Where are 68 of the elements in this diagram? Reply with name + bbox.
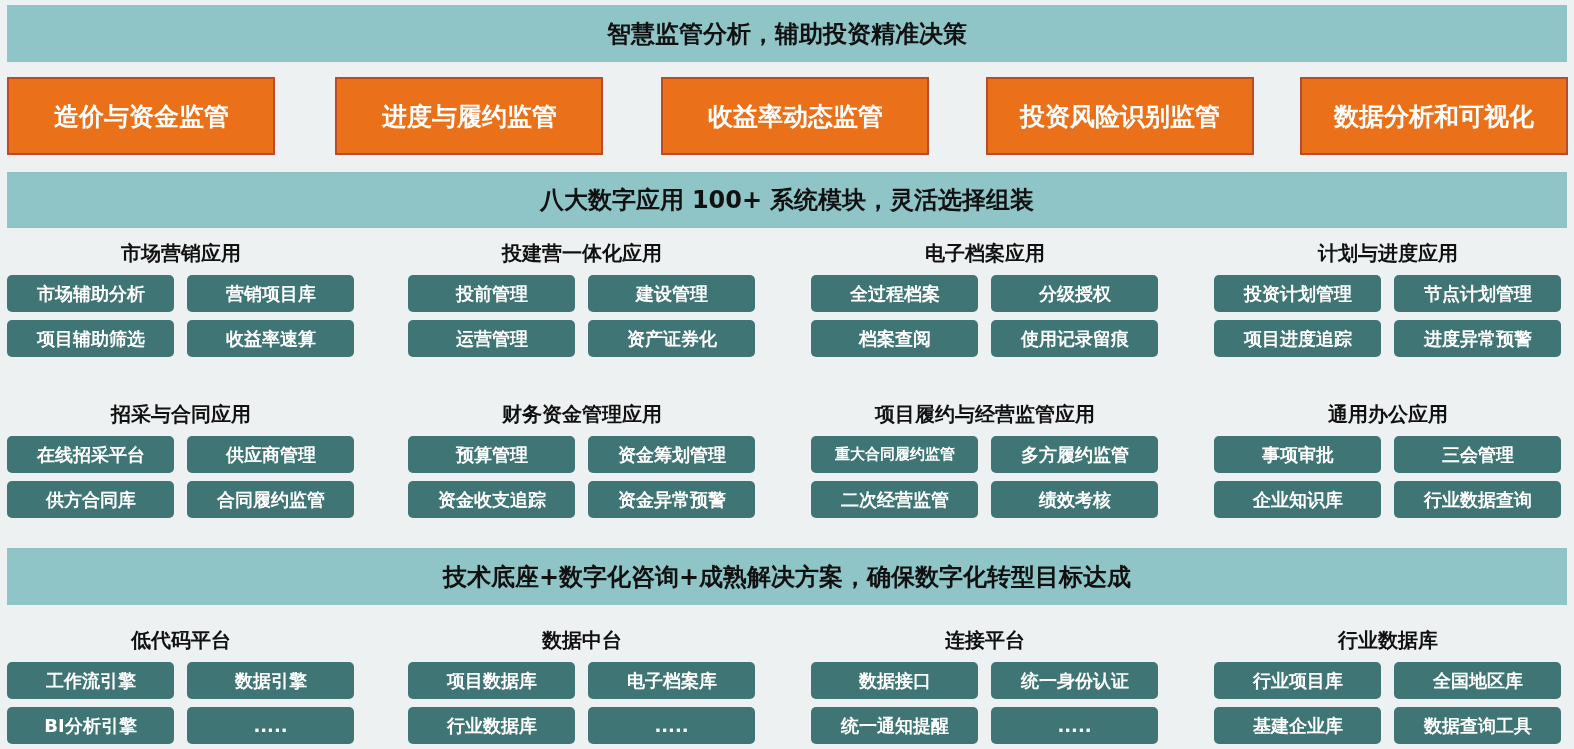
group-heading: 项目履约与经营监管应用 [873,401,1096,428]
module-box: 预算管理 [408,436,575,473]
module-box: 供方合同库 [7,481,174,518]
group-heading: 市场营销应用 [119,240,242,267]
category-box: 进度与履约监管 [335,77,603,155]
module-box: 资金筹划管理 [588,436,755,473]
group-heading: 低代码平台 [129,627,232,654]
module-box: 重大合同履约监管 [811,436,978,473]
module-box: 数据查询工具 [1394,707,1561,744]
module-box: BI分析引擎 [7,707,174,744]
module-box: 项目进度追踪 [1214,320,1381,357]
module-box: 营销项目库 [187,275,354,312]
group-heading: 行业数据库 [1336,627,1439,654]
module-box: 档案查阅 [811,320,978,357]
module-box: 进度异常预警 [1394,320,1561,357]
group-heading: 数据中台 [540,627,623,654]
category-box: 数据分析和可视化 [1300,77,1568,155]
module-box: 统一通知提醒 [811,707,978,744]
module-box: 分级授权 [991,275,1158,312]
heading-band: 智慧监管分析，辅助投资精准决策 [7,5,1567,62]
module-box: 三会管理 [1394,436,1561,473]
module-box: ..... [588,707,755,744]
module-box: 建设管理 [588,275,755,312]
module-box: 资产证券化 [588,320,755,357]
group-heading: 财务资金管理应用 [500,401,663,428]
group-heading: 通用办公应用 [1326,401,1449,428]
module-box: 投前管理 [408,275,575,312]
module-box: 绩效考核 [991,481,1158,518]
group-heading: 电子档案应用 [923,240,1046,267]
group-heading: 连接平台 [943,627,1026,654]
module-box: 资金收支追踪 [408,481,575,518]
module-box: 运营管理 [408,320,575,357]
group-heading: 投建营一体化应用 [500,240,663,267]
heading-band: 八大数字应用 100+ 系统模块，灵活选择组装 [7,172,1567,228]
module-box: 收益率速算 [187,320,354,357]
module-box: 二次经营监管 [811,481,978,518]
group-heading: 计划与进度应用 [1316,240,1459,267]
module-box: 市场辅助分析 [7,275,174,312]
module-box: 项目辅助筛选 [7,320,174,357]
module-box: 使用记录留痕 [991,320,1158,357]
module-box: 企业知识库 [1214,481,1381,518]
module-box: ..... [991,707,1158,744]
module-box: 数据接口 [811,662,978,699]
module-box: 行业数据库 [408,707,575,744]
module-box: 行业项目库 [1214,662,1381,699]
module-box: 电子档案库 [588,662,755,699]
group-heading: 招采与合同应用 [109,401,252,428]
module-box: 供应商管理 [187,436,354,473]
module-box: 节点计划管理 [1394,275,1561,312]
module-box: 全国地区库 [1394,662,1561,699]
module-box: 多方履约监管 [991,436,1158,473]
module-box: 全过程档案 [811,275,978,312]
module-box: 数据引擎 [187,662,354,699]
module-box: 合同履约监管 [187,481,354,518]
module-box: 基建企业库 [1214,707,1381,744]
module-box: 工作流引擎 [7,662,174,699]
module-box: ..... [187,707,354,744]
module-box: 统一身份认证 [991,662,1158,699]
category-box: 造价与资金监管 [7,77,275,155]
category-box: 投资风险识别监管 [986,77,1254,155]
module-box: 在线招采平台 [7,436,174,473]
module-box: 投资计划管理 [1214,275,1381,312]
category-box: 收益率动态监管 [661,77,929,155]
heading-band: 技术底座+数字化咨询+成熟解决方案，确保数字化转型目标达成 [7,548,1567,605]
module-box: 资金异常预警 [588,481,755,518]
module-box: 事项审批 [1214,436,1381,473]
module-box: 项目数据库 [408,662,575,699]
module-box: 行业数据查询 [1394,481,1561,518]
